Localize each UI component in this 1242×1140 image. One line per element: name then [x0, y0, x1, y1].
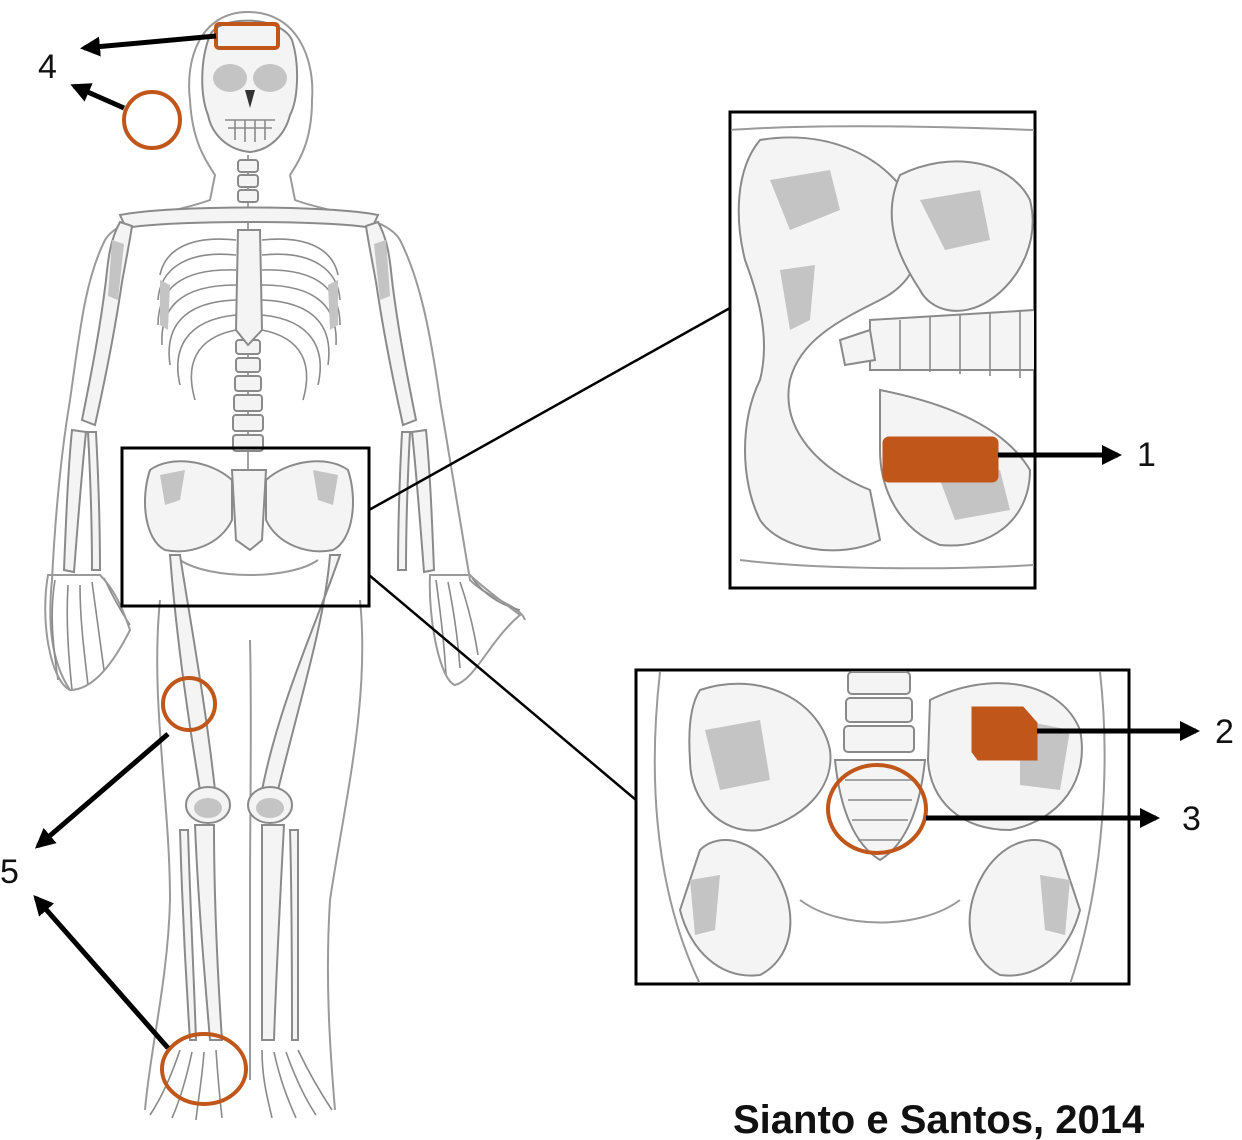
label-4: 4 — [38, 48, 57, 86]
label-3: 3 — [1182, 800, 1201, 838]
arrow-5-femur — [38, 734, 168, 846]
marker-foot-circle — [162, 1034, 246, 1104]
inset-anterior-pelvis — [636, 670, 1129, 984]
marker-inset2-square — [972, 707, 1037, 760]
arrow-4-circle — [74, 86, 124, 108]
marker-inset1-rect — [883, 437, 998, 482]
inset-posterior-pelvis — [730, 112, 1035, 588]
arrow-5-foot — [36, 898, 168, 1048]
legs — [150, 555, 340, 1120]
marker-head-circle — [124, 92, 180, 148]
label-1: 1 — [1137, 436, 1156, 474]
right-arm — [366, 222, 520, 685]
zoom-line-lower — [369, 575, 636, 800]
label-2: 2 — [1215, 713, 1234, 751]
source-credit: Sianto e Santos, 2014 — [733, 1098, 1145, 1140]
label-5: 5 — [0, 853, 19, 891]
left-arm — [45, 222, 132, 690]
zoom-line-upper — [369, 308, 730, 510]
